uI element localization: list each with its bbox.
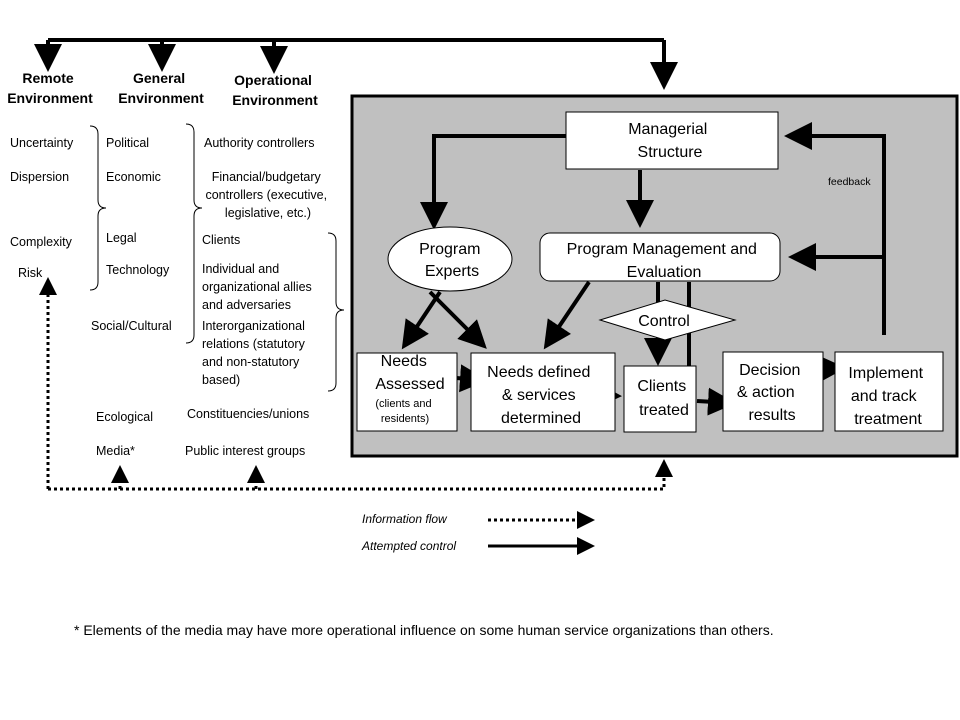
footnote: * Elements of the media may have more op…: [74, 622, 774, 638]
general-item-technology: Technology: [106, 263, 170, 277]
general-item-ecological: Ecological: [96, 410, 153, 424]
operational-item-financial: Financial/budgetary controllers (executi…: [205, 170, 330, 220]
needs-defined-box: [470, 352, 616, 432]
implement-track-label: Implement and track treatment: [848, 365, 927, 428]
operational-item-constituencies: Constituencies/unions: [187, 407, 309, 421]
operational-item-individual: Individual and organizational allies and…: [202, 262, 315, 312]
decision-results-label: Decision & action results: [737, 362, 805, 424]
needs-defined-label: Needs defined & services determined: [487, 364, 595, 427]
needs-assessed-sublabel: (clients and residents): [375, 398, 434, 425]
needs-assessed-label: Needs Assessed: [375, 353, 444, 393]
operational-item-authority: Authority controllers: [204, 136, 314, 150]
program-management-box: [539, 232, 781, 282]
remote-item-dispersion: Dispersion: [10, 170, 69, 184]
information-flow-bus: [39, 277, 673, 491]
general-item-economic: Economic: [106, 170, 161, 184]
organization-control-arrows: [401, 122, 886, 416]
managerial-structure-box: [565, 111, 779, 170]
decision-results-box: [722, 351, 824, 432]
general-item-legal: Legal: [106, 231, 137, 245]
legend: Information flow Attempted control: [361, 511, 595, 555]
general-operational-brace: [185, 123, 203, 344]
program-management-label: Program Management and Evaluation: [567, 241, 762, 281]
general-item-social-cultural: Social/Cultural: [91, 319, 172, 333]
remote-general-brace: [89, 125, 107, 291]
program-experts-label: Program Experts: [419, 241, 485, 280]
program-experts-ellipse: [387, 226, 513, 292]
remote-item-uncertainty: Uncertainty: [10, 136, 74, 150]
implement-track-box: [834, 351, 944, 432]
general-item-political: Political: [106, 136, 149, 150]
operational-item-public-interest: Public interest groups: [185, 444, 305, 458]
operational-item-clients: Clients: [202, 233, 240, 247]
feedback-label: feedback: [828, 176, 871, 188]
general-item-media: Media*: [96, 444, 135, 458]
legend-attempted-control-label: Attempted control: [361, 539, 456, 553]
general-environment-header: General Environment: [118, 70, 204, 106]
managerial-structure-label: Managerial Structure: [628, 121, 712, 161]
remote-item-risk: Risk: [18, 266, 43, 280]
legend-information-flow-label: Information flow: [362, 512, 448, 526]
remote-environment-header: Remote Environment: [7, 70, 93, 106]
top-control-bus: [34, 38, 678, 90]
operational-environment-header: Operational Environment: [232, 72, 318, 108]
control-label: Control: [638, 313, 690, 330]
remote-item-complexity: Complexity: [10, 235, 73, 249]
clients-treated-label: Clients treated: [637, 378, 690, 419]
operational-right-brace: [327, 232, 345, 392]
clients-treated-box: [623, 365, 697, 433]
operational-item-interorganizational: Interorganizational relations (statutory…: [202, 319, 308, 387]
needs-assessed-box: [356, 352, 458, 432]
control-diamond: [598, 299, 737, 341]
